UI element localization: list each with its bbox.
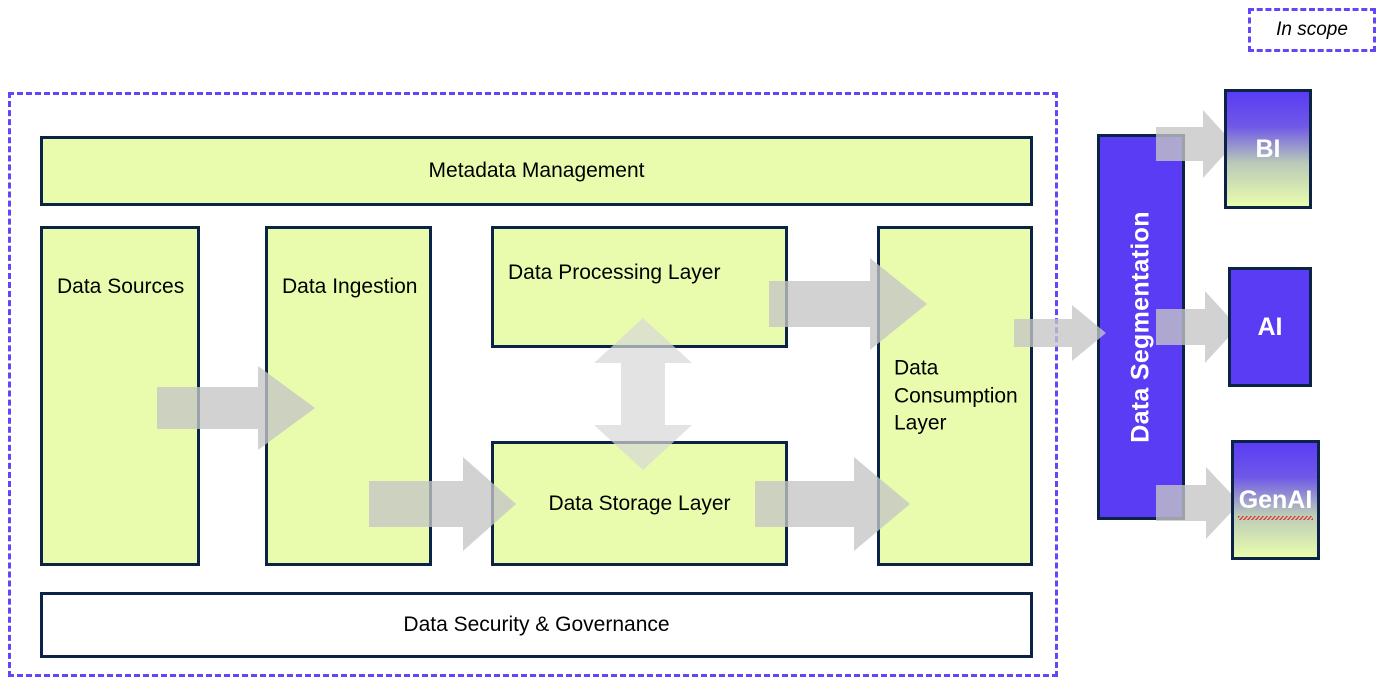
legend-label: In scope xyxy=(1276,19,1348,40)
output-box-ai-label: AI xyxy=(1257,312,1283,341)
node-data-segmentation-label: Data Segmentation xyxy=(1126,211,1155,443)
in-scope-boundary xyxy=(8,92,1058,677)
output-box-genai-label: GenAI xyxy=(1237,485,1313,520)
node-data-processing-layer-label: Data Processing Layer xyxy=(508,261,721,284)
arrow-segmentation-to-genai-icon xyxy=(1156,467,1240,539)
node-data-processing-layer[interactable]: Data Processing Layer xyxy=(491,226,788,348)
output-box-ai[interactable]: AI xyxy=(1228,267,1312,387)
node-data-security-governance-label: Data Security & Governance xyxy=(403,613,670,637)
node-metadata-management-label: Metadata Management xyxy=(428,159,645,183)
node-data-security-governance[interactable]: Data Security & Governance xyxy=(40,592,1033,658)
arrow-segmentation-to-bi-icon xyxy=(1156,110,1234,178)
output-box-bi[interactable]: BI xyxy=(1224,89,1312,209)
arrow-processing-to-consumption-icon xyxy=(769,258,927,350)
arrow-segmentation-to-ai-icon xyxy=(1156,291,1238,363)
output-box-bi-label: BI xyxy=(1255,134,1281,163)
arrow-sources-to-ingestion-icon xyxy=(157,366,315,450)
node-data-sources-label: Data Sources xyxy=(57,275,185,298)
node-metadata-management[interactable]: Metadata Management xyxy=(40,136,1033,206)
legend-in-scope: In scope xyxy=(1248,8,1376,52)
arrow-storage-to-consumption-icon xyxy=(755,457,910,551)
arrow-consumption-to-segmentation-icon xyxy=(1014,305,1106,361)
node-data-consumption-layer-label: Data Consumption Layer xyxy=(894,356,1018,435)
arrow-processing-storage-bidirectional-icon xyxy=(594,318,692,470)
node-data-ingestion-label: Data Ingestion xyxy=(282,275,418,298)
node-data-storage-layer-label: Data Storage Layer xyxy=(548,491,731,515)
output-box-genai[interactable]: GenAI xyxy=(1231,440,1320,560)
arrow-ingestion-to-storage-icon xyxy=(369,457,516,551)
